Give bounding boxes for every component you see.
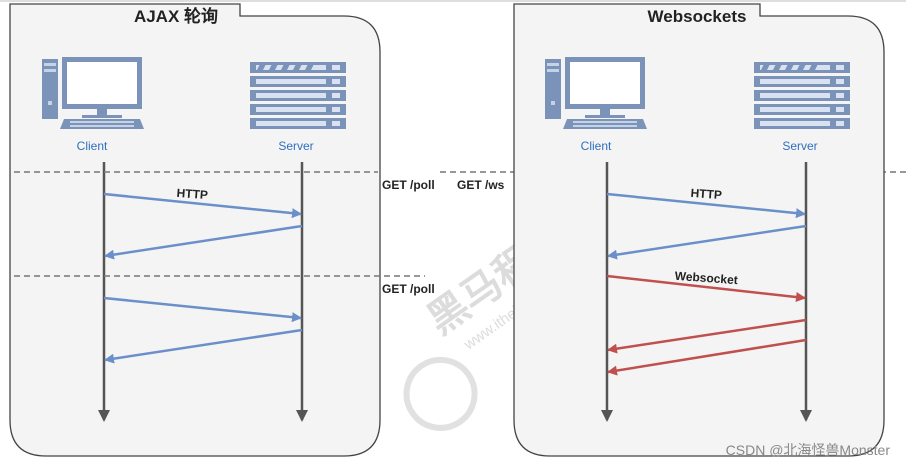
get-poll-label-2: GET /poll	[382, 282, 435, 296]
ws-http-label: HTTP	[690, 186, 722, 202]
ajax-request-arrow-2	[103, 296, 302, 323]
credit-text: CSDN @北海怪兽Monster	[726, 442, 891, 458]
server-label: Server	[278, 139, 313, 153]
ws-handshake-response-arrow	[607, 224, 807, 260]
ajax-request-arrow-1	[103, 192, 302, 219]
get-poll-label-1: GET /poll	[382, 178, 435, 192]
ajax-panel-title: AJAX 轮询	[134, 6, 218, 26]
ajax-response-arrow-2	[104, 328, 303, 364]
server-rack-icon	[250, 62, 346, 129]
ws-push-arrow-2	[607, 338, 807, 376]
ws-server-rack-icon	[754, 62, 850, 129]
ws-push-arrow-1	[607, 318, 807, 354]
ajax-http-label: HTTP	[176, 186, 208, 202]
ws-panel-title: Websockets	[648, 7, 747, 26]
ws-panel: Websockets Client Server HTTP Websocket	[513, 3, 885, 457]
ws-websocket-label: Websocket	[674, 269, 738, 287]
get-ws-label: GET /ws	[457, 178, 505, 192]
watermark-logo-icon	[403, 356, 478, 431]
ws-client-label: Client	[581, 139, 612, 153]
ws-server-label: Server	[782, 139, 817, 153]
ws-message-arrow-out	[606, 274, 806, 302]
client-label: Client	[77, 139, 108, 153]
ws-handshake-request-arrow	[606, 192, 806, 219]
ajax-panel: AJAX 轮询 Client Server HTTP	[9, 3, 425, 457]
ajax-response-arrow-1	[104, 224, 303, 260]
